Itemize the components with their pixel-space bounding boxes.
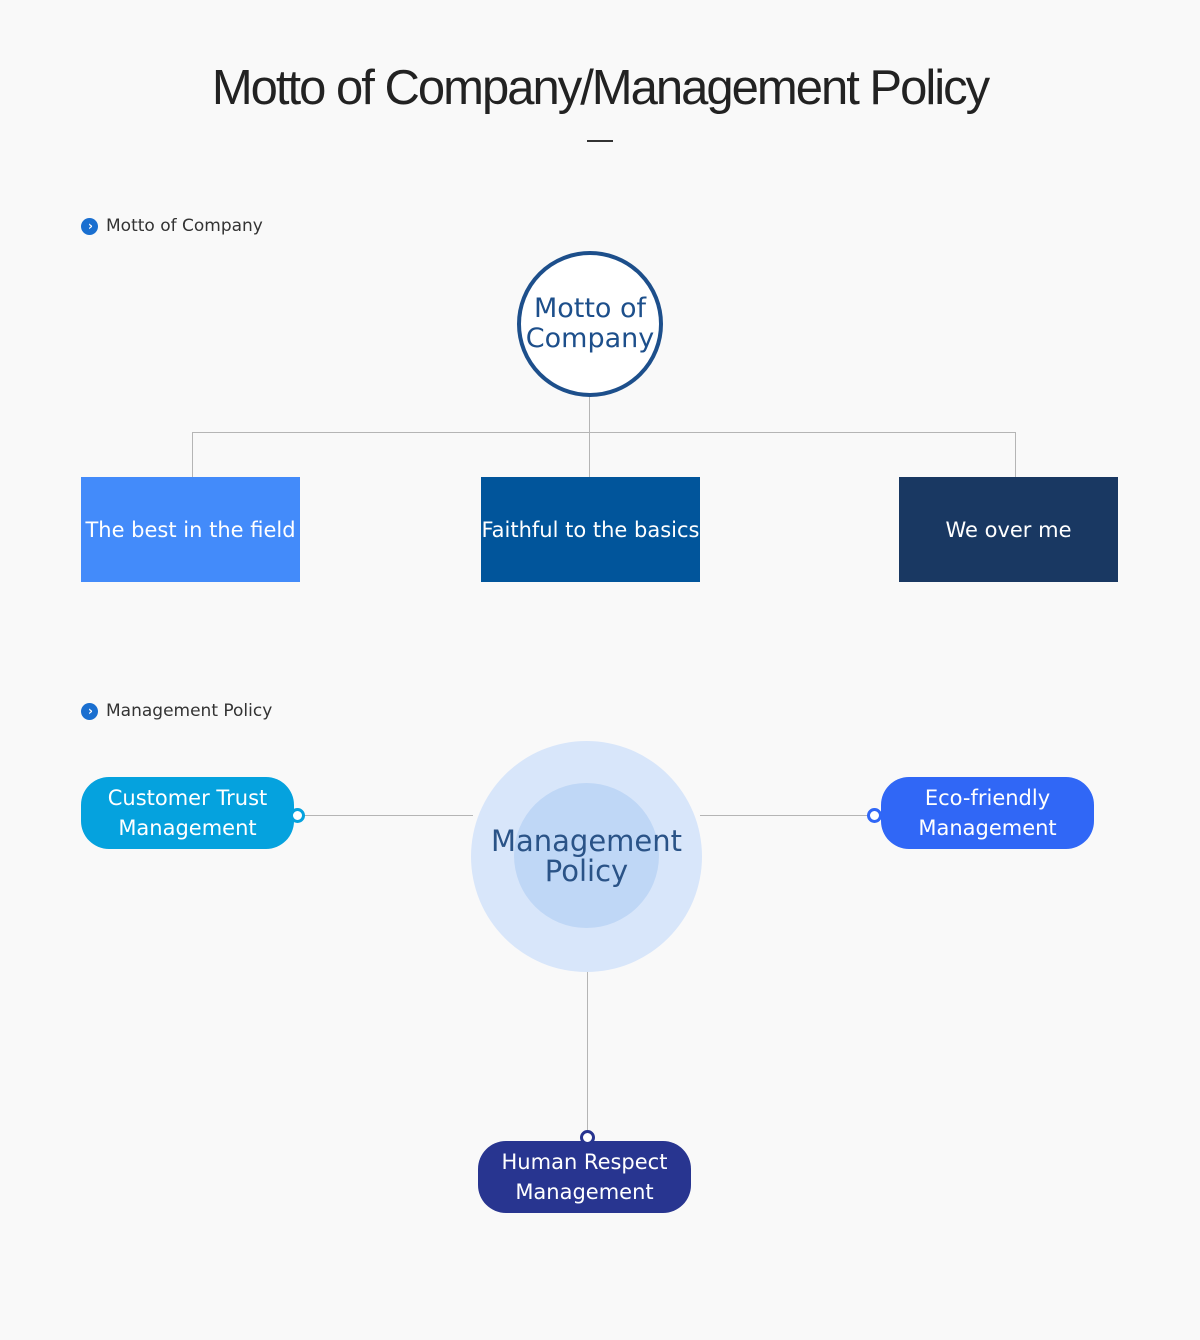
connector-line-left [298,815,473,816]
motto-value-label: Faithful to the basics [481,517,700,542]
section-heading-motto: › Motto of Company [81,216,263,236]
title-divider [587,140,613,142]
policy-pill-line2: Management [918,816,1057,840]
chevron-right-circle-icon: › [81,702,98,720]
policy-inner-circle [514,783,659,928]
motto-value-box: We over me [899,477,1118,582]
connector-dot [580,1130,595,1145]
connector-line-bottom [587,970,588,1138]
connector-dot [290,808,305,823]
policy-pill-line1: Customer Trust [107,786,268,810]
policy-center-text: Management Policy [471,826,702,886]
connector-line-horizontal [192,432,1016,433]
section-label-motto: Motto of Company [106,216,263,236]
motto-value-box: The best in the field [81,477,300,582]
policy-pill: Eco-friendly Management [881,777,1094,849]
section-heading-policy: › Management Policy [81,701,272,721]
policy-pill-line2: Management [118,816,257,840]
page-title: Motto of Company/Management Policy [211,61,990,115]
policy-pill-line1: Eco-friendly [924,786,1051,810]
motto-value-label: We over me [945,517,1072,542]
connector-line-trunk [589,393,590,477]
policy-pill-line2: Management [515,1180,654,1204]
policy-center-line2: Policy [544,854,629,888]
connector-line-right [700,815,876,816]
motto-center-line2: Company [525,323,655,354]
policy-center-line1: Management [490,824,683,858]
section-label-policy: Management Policy [106,701,273,721]
policy-pill-line1: Human Respect [501,1150,668,1174]
policy-pill: Human Respect Management [478,1141,691,1213]
motto-value-box: Faithful to the basics [481,477,700,582]
chevron-right-circle-icon: › [81,217,98,235]
connector-line-left [192,432,193,477]
policy-pill: Customer Trust Management [81,777,294,849]
connector-dot [867,808,882,823]
connector-line-right [1015,432,1016,477]
motto-center-line1: Motto of [533,293,647,324]
motto-value-label: The best in the field [85,517,296,542]
motto-center-circle: Motto of Company [517,251,663,397]
